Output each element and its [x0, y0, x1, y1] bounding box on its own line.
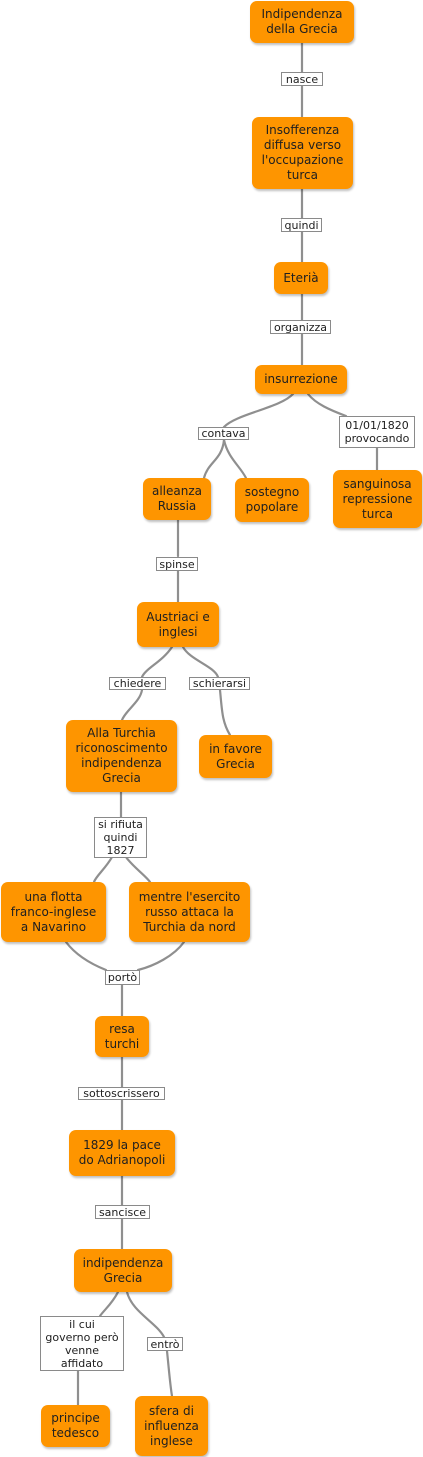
concept-principe-tedesco[interactable]: principe tedesco	[41, 1405, 110, 1447]
concept-sostegno-popolare[interactable]: sostegno popolare	[235, 478, 309, 522]
concept-insurrezione[interactable]: insurrezione	[255, 365, 347, 394]
concept-sfera-influenza[interactable]: sfera di influenza inglese	[135, 1396, 208, 1456]
connector	[306, 392, 348, 418]
connector	[181, 645, 220, 679]
connector	[140, 645, 174, 679]
link-chiedere[interactable]: chiedere	[109, 677, 166, 690]
link-schierarsi[interactable]: schierarsi	[189, 677, 250, 690]
connector	[125, 1290, 166, 1339]
connector	[222, 438, 248, 480]
concept-alleanza-russia[interactable]: alleanza Russia	[143, 478, 211, 520]
link-nasce[interactable]: nasce	[281, 72, 323, 86]
link-contava[interactable]: contava	[198, 427, 249, 440]
concept-austriaci-inglesi[interactable]: Austriaci e inglesi	[137, 602, 219, 647]
concept-in-favore-grecia[interactable]: in favore Grecia	[199, 735, 272, 778]
connector	[136, 940, 186, 972]
concept-esercito-russo[interactable]: mentre l'esercito russo attaca la Turchi…	[129, 882, 250, 942]
link-sancisce[interactable]: sancisce	[95, 1205, 150, 1219]
concept-pace-adrianopoli[interactable]: 1829 la pace do Adrianopoli	[69, 1130, 175, 1176]
connector	[92, 855, 114, 884]
concept-eteria[interactable]: Eterià	[274, 262, 328, 294]
connector	[124, 855, 152, 884]
link-governo-affidato[interactable]: il cui governo però venne affidato	[40, 1316, 124, 1371]
connector	[218, 688, 232, 737]
link-entro[interactable]: entrò	[147, 1337, 183, 1351]
link-quindi[interactable]: quindi	[281, 218, 322, 232]
link-organizza[interactable]: organizza	[270, 320, 331, 334]
connector	[222, 392, 295, 429]
connector	[98, 1290, 120, 1318]
link-porto[interactable]: portò	[105, 970, 140, 985]
concept-flotta[interactable]: una flotta franco-inglese a Navarino	[1, 882, 106, 942]
concept-sanguinosa-repressione[interactable]: sanguinosa repressione turca	[333, 470, 422, 528]
concept-alla-turchia[interactable]: Alla Turchia riconoscimento indipendenza…	[66, 720, 177, 792]
concept-indipendenza-grecia[interactable]: indipendenza Grecia	[74, 1249, 172, 1292]
link-spinse[interactable]: spinse	[156, 557, 198, 571]
concept-insofferenza[interactable]: Insofferenza diffusa verso l'occupazione…	[252, 117, 353, 189]
concept-resa-turchi[interactable]: resa turchi	[95, 1016, 149, 1057]
connector	[64, 940, 108, 972]
link-sottoscrissero[interactable]: sottoscrissero	[78, 1087, 165, 1100]
link-si-rifiuta[interactable]: si rifiuta quindi 1827	[94, 817, 147, 858]
concept-indipendenza-grecia-title[interactable]: Indipendenza della Grecia	[250, 1, 354, 43]
connector	[165, 1349, 174, 1398]
connector	[120, 688, 144, 722]
connector	[202, 438, 226, 480]
link-provocando[interactable]: 01/01/1820 provocando	[339, 416, 415, 448]
